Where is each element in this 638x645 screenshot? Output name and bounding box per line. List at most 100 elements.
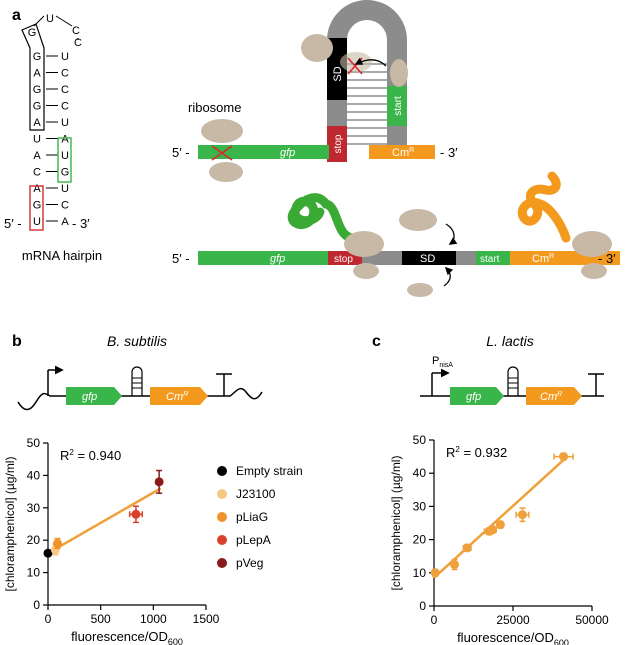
five-prime-bottom: 5′ - xyxy=(172,251,190,266)
hairpin-base-left: G xyxy=(33,200,42,212)
data-point xyxy=(52,538,62,548)
hairpin-base-right: C xyxy=(61,101,69,113)
hairpin-stop-codon-box xyxy=(29,185,44,231)
x-tick-label: 50000 xyxy=(575,613,609,627)
cmr-arrow-b xyxy=(150,387,208,405)
hairpin-base-left: A xyxy=(33,150,41,162)
ribosome-blocked-cross xyxy=(211,145,233,161)
hairpin-symbol-c xyxy=(507,366,519,396)
ribosome-cmr-small xyxy=(581,263,607,279)
hairpin-loop-top-2: C xyxy=(72,25,80,37)
y-tick-label: 50 xyxy=(413,433,427,447)
ribosome-small-bottom xyxy=(209,162,243,182)
ribosome-free-large xyxy=(399,209,437,231)
hairpin-base-left: A xyxy=(33,68,41,80)
start-segment-bottom xyxy=(476,251,510,265)
y-tick-label: 50 xyxy=(27,436,41,450)
ribosome-blocked xyxy=(390,59,408,87)
x-tick-label: 500 xyxy=(91,612,111,626)
hairpin-loop-top-1: U xyxy=(46,13,54,25)
start-label-top: start xyxy=(393,96,404,116)
hairpin-base-left: A xyxy=(33,183,41,195)
y-axis-label: [chloramphenicol] (µg/ml) xyxy=(3,457,17,592)
y-tick-label: 20 xyxy=(27,533,41,547)
hairpin-base-right: A xyxy=(61,134,69,146)
legend-label: pLepA xyxy=(236,533,271,547)
hairpin-base-left: G xyxy=(33,101,42,113)
hairpin-base-left: G xyxy=(33,84,42,96)
hairpin-caption: mRNA hairpin xyxy=(22,248,102,263)
ribosome-label: ribosome xyxy=(188,100,241,115)
x-tick-label: 1000 xyxy=(140,612,167,626)
hairpin-base-right: U xyxy=(61,183,69,195)
sd-label: SD xyxy=(332,66,344,81)
gfp-label-bottom: gfp xyxy=(270,253,285,265)
y-tick-label: 0 xyxy=(33,598,40,612)
y-tick-label: 40 xyxy=(413,466,427,480)
ribosome-gfp-small xyxy=(353,263,379,279)
start-segment xyxy=(387,86,407,126)
legend-label: pLiaG xyxy=(236,510,268,524)
sd-segment xyxy=(327,38,347,100)
stop-label-bottom: stop xyxy=(334,254,353,265)
hairpin-base-left: C xyxy=(33,167,41,179)
data-point xyxy=(154,477,164,487)
stop-label-top: stop xyxy=(333,134,344,153)
x-tick-label: 0 xyxy=(45,612,52,626)
data-point xyxy=(495,520,505,530)
panel-label-a: a xyxy=(12,7,21,24)
x-axis-label: fluorescence/OD600 xyxy=(457,630,569,645)
hairpin-arch xyxy=(327,0,407,100)
data-point xyxy=(462,543,472,553)
ribosome-small-top xyxy=(301,34,333,62)
r-squared-annotation: R2 = 0.940 xyxy=(60,448,121,463)
hairpin-base-right: U xyxy=(61,51,69,63)
hairpin-base-left: G xyxy=(33,51,42,63)
y-tick-label: 40 xyxy=(27,468,41,482)
x-tick-label: 25000 xyxy=(496,613,530,627)
hairpin-base-right: U xyxy=(61,150,69,162)
hairpin-base-right: C xyxy=(61,68,69,80)
gfp-arrow-b xyxy=(66,387,122,405)
cmr-peptide xyxy=(517,171,571,243)
organism-c: L. lactis xyxy=(486,333,533,349)
cmr-label-bottom: CmR xyxy=(532,253,554,265)
hairpin-loop-right: C xyxy=(74,37,82,49)
y-tick-label: 10 xyxy=(413,566,427,580)
gfp-gene-bottom xyxy=(198,251,328,265)
legend-marker xyxy=(217,489,227,499)
hairpin-symbol-b xyxy=(131,366,143,396)
gfp-label-top: gfp xyxy=(280,147,295,159)
cmr-label-b: CmR xyxy=(166,391,188,403)
hairpin-five-prime: 5′ - xyxy=(4,216,22,231)
hairpin-base-right: C xyxy=(61,200,69,212)
cmr-gene-top xyxy=(369,145,435,159)
legend-label: pVeg xyxy=(236,556,263,570)
cmr-arrow-c xyxy=(526,387,582,405)
y-tick-label: 30 xyxy=(413,499,427,513)
x-tick-label: 1500 xyxy=(193,612,220,626)
hairpin-base-left: U xyxy=(33,134,41,146)
panel-label-b: b xyxy=(12,333,22,350)
y-tick-label: 10 xyxy=(27,566,41,580)
legend-marker xyxy=(217,558,227,568)
ribosome-cmr-large xyxy=(572,231,612,257)
legend-marker xyxy=(217,512,227,522)
three-prime-top: - 3′ xyxy=(440,145,458,160)
y-tick-label: 20 xyxy=(413,533,427,547)
legend-label: Empty strain xyxy=(236,464,303,478)
five-prime-top: 5′ - xyxy=(172,145,190,160)
y-axis-label: [chloramphenicol] (µg/ml) xyxy=(389,456,403,591)
construct-c: PnisA gfp CmR xyxy=(420,355,604,405)
hairpin-black-box xyxy=(21,23,45,131)
gfp-arrow-c xyxy=(450,387,504,405)
hairpin-base-left: U xyxy=(33,216,41,228)
data-point xyxy=(430,568,440,578)
sd-segment-bottom xyxy=(402,251,456,265)
x-tick-label: 0 xyxy=(431,613,438,627)
hairpin-three-prime: - 3′ xyxy=(72,216,90,231)
bottom-diagram: gfp stop SD start CmR 5′ - - 3′ xyxy=(172,171,620,297)
